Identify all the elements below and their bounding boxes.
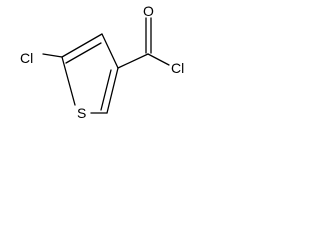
bond-s-c5 [61, 56, 76, 106]
atom-label-cl-left: Cl [20, 50, 33, 66]
bond-c4-c3 [101, 33, 119, 69]
bond-c3-carbonyl [117, 53, 149, 69]
atom-label-cl-right: Cl [171, 60, 184, 76]
bond-c3-c2-double [100, 69, 112, 111]
bond-c5-c4-double [65, 42, 102, 64]
bond-c3-c2 [106, 67, 119, 114]
bond-c5-cl [42, 53, 63, 58]
structure-drawing: Cl O Cl S [20, 3, 184, 121]
structure-canvas: Cl O Cl S [0, 0, 198, 126]
bond-carbonyl-cl [147, 53, 170, 66]
atom-label-sulfur: S [77, 105, 86, 121]
bond-c5-c4 [61, 33, 103, 58]
atom-label-oxygen: O [143, 3, 154, 19]
